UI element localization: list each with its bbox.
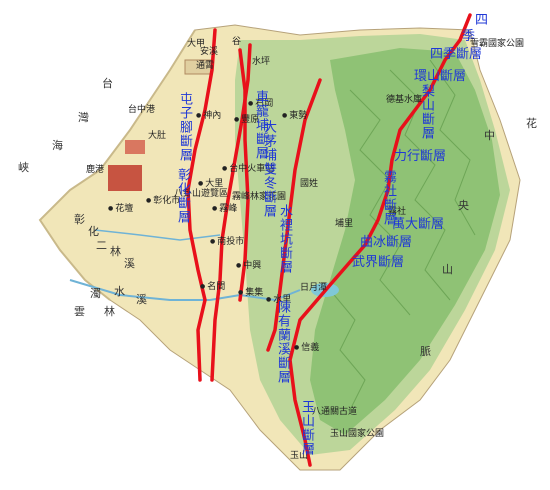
place-tonghai: 通霄	[196, 61, 215, 71]
region-xi2: 溪	[136, 293, 147, 306]
region-yun: 雲	[74, 305, 85, 318]
sea-label-xia: 峽	[18, 161, 29, 174]
fault-label-chenyoulan: 陳有蘭溪斷層	[275, 300, 290, 384]
fault-shuilikeng	[266, 78, 322, 352]
river-dadu	[94, 229, 221, 241]
place-nantou: 南投市	[210, 238, 244, 247]
place-fengyuan: 豐原	[234, 116, 259, 125]
fault-label-yushan: 玉山斷層	[299, 400, 314, 456]
fault-label-wangda: 萬大斷層	[392, 217, 445, 232]
place-puli: 埔里	[335, 219, 354, 229]
place-dadu: 大肚	[148, 131, 167, 141]
fault-label-tunzi: 屯子腳斷層	[177, 92, 192, 162]
sea-label-wan: 灣	[78, 111, 89, 124]
fault-label-sijixue: 四季斷層	[430, 47, 483, 62]
place-dongshi: 東勢	[282, 112, 307, 121]
fault-lishan	[288, 13, 472, 467]
place-mingjian: 名間	[200, 283, 225, 292]
place-jiji: 集集	[238, 289, 263, 298]
label-ji: 季	[462, 29, 476, 44]
place-taichung-port: 台中港	[128, 105, 156, 115]
place-zhongxing: 中興	[236, 262, 261, 271]
fault-label-shuilikeng: 水裡坑斷層	[277, 204, 292, 274]
fault-label-dashuanlao: 大茅埔雙冬斷層	[261, 120, 276, 218]
fault-label-qushui: 曲冰斷層	[360, 235, 413, 250]
place-yushan-park: 玉山國家公園	[330, 429, 385, 439]
region-shan2: 山	[442, 263, 453, 276]
place-wushe: 霧社	[388, 207, 407, 217]
place-dajia: 大甲	[187, 39, 206, 49]
label-si: 四	[475, 13, 489, 28]
place-anxi: 安溪	[200, 47, 219, 57]
place-bagua: 八卦山遊覽區	[174, 189, 229, 199]
place-bagu: 八通關古道	[312, 407, 358, 417]
place-shuili: 水里	[266, 296, 291, 305]
place-wufeng-park: 霧峰林家花園	[232, 192, 287, 202]
fault-label-lixing: 力行斷層	[394, 149, 447, 164]
region-zhang: 彰	[74, 213, 85, 226]
fault-tunzi	[186, 28, 217, 382]
place-changhua: 彰化市	[146, 197, 180, 206]
place-yushan: 玉山	[290, 451, 309, 461]
place-guoxing: 國姓	[300, 179, 319, 189]
land-mountains	[310, 48, 500, 435]
fault-label-wujie: 武界斷層	[352, 255, 405, 270]
place-huatan: 花壇	[108, 205, 133, 214]
region-er: 二	[96, 239, 107, 252]
place-taichung-station: 台中火車站	[222, 165, 274, 174]
place-lugang: 鹿港	[86, 165, 105, 175]
place-lishan-road: 德基水庫	[386, 95, 423, 105]
fault-label-lishan: 梨山斷層	[419, 84, 434, 140]
place-dali: 大里	[198, 180, 223, 189]
region-lin: 林	[110, 245, 121, 258]
fault-label-wushe: 霧社斷層	[381, 170, 396, 226]
region-lin2: 林	[104, 305, 115, 318]
place-sun-moon-lake: 日月潭	[300, 283, 328, 293]
region-zhong: 中	[484, 129, 495, 142]
place-wufeng: 霧峰	[212, 205, 237, 214]
town-changhua	[108, 165, 142, 191]
region-hua: 化	[88, 225, 99, 238]
region-hua-lian: 花	[526, 117, 537, 130]
label-xueba-park: 雪霸國家公園	[470, 39, 525, 49]
region-shui: 水	[114, 285, 125, 298]
region-xi: 溪	[124, 257, 135, 270]
region-zhuo: 濁	[90, 287, 101, 300]
region-mai: 脈	[420, 345, 431, 358]
place-xinyi: 信義	[294, 344, 319, 353]
fault-label-huanshan: 環山斷層	[414, 69, 467, 84]
coastline	[38, 29, 196, 301]
place-shigang: 石岡	[248, 100, 273, 109]
place-shennei: 神內	[196, 112, 221, 121]
fault-label-zhanghua: 彰化斷層	[175, 168, 190, 224]
label-gu: 谷	[232, 37, 242, 47]
sea-label-hai: 海	[52, 139, 63, 152]
region-yang: 央	[458, 199, 469, 212]
place-shuiping: 水坪	[252, 57, 271, 67]
town-lugang	[125, 140, 145, 154]
fault-label-chelongpu: 車籠埔斷層	[253, 90, 268, 160]
sea-label-tai: 台	[102, 77, 113, 90]
fault-lines	[186, 13, 472, 467]
